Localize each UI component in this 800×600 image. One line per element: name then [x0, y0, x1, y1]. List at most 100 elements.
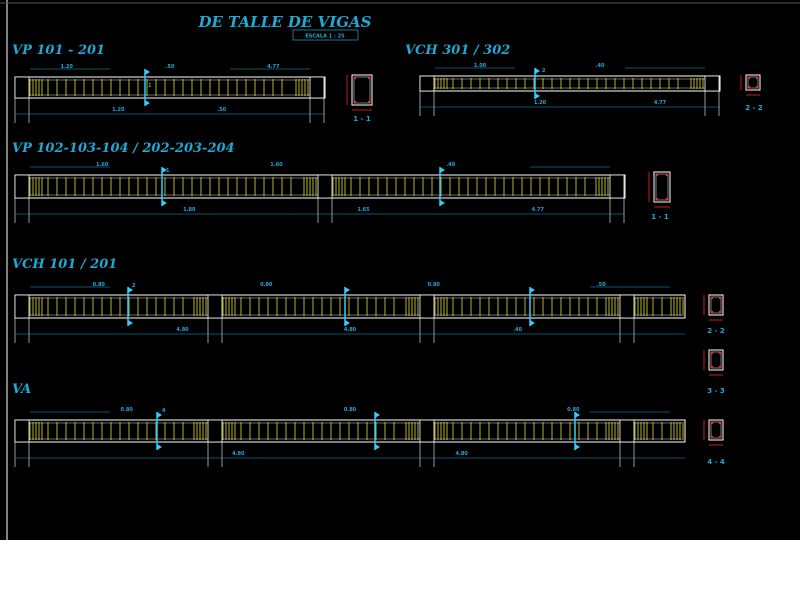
dimension-label: 1.60: [270, 162, 283, 168]
cross-section-stirrup: [353, 76, 371, 104]
section-label: 2 - 2: [745, 104, 763, 112]
column-support: [207, 419, 223, 443]
cut-label: 4: [162, 408, 166, 414]
scale-label: ESCALA 1 : 25: [305, 34, 345, 40]
section-cut-arrow: [375, 444, 380, 450]
section-label: 1 - 1: [651, 213, 669, 221]
section-cut-arrow: [145, 69, 150, 75]
cut-label: 2: [542, 68, 546, 74]
cross-section-stirrup: [747, 76, 759, 89]
dimension-label: 1.00: [474, 63, 487, 69]
column-support: [207, 294, 223, 319]
cross-section-outline: [708, 349, 724, 371]
rebar-dot: [665, 197, 669, 201]
cross-section-outline: [745, 74, 761, 91]
dimension-label: 1.20: [112, 107, 125, 113]
section-cut-arrow: [345, 287, 350, 293]
dimension-label: .50: [217, 107, 226, 113]
dimension-label: 4.80: [232, 451, 245, 457]
section-cut-arrow: [530, 320, 535, 326]
section-cut-arrow: [440, 167, 445, 173]
rebar-dot: [710, 435, 714, 439]
drawing-title: DE TALLE DE VIGAS: [198, 13, 372, 31]
dimension-label: 4.80: [176, 327, 189, 333]
cut-label: 1: [166, 168, 170, 174]
rebar-dot: [718, 296, 722, 300]
section-cut-arrow: [157, 444, 162, 450]
rebar-dot: [755, 76, 759, 80]
dimension-label: .50: [166, 64, 175, 70]
section-cut-arrow: [345, 320, 350, 326]
rebar-dot: [353, 76, 357, 80]
cross-section-stirrup: [655, 173, 669, 201]
rebar-dot: [665, 173, 669, 177]
dimension-label: 4.80: [344, 327, 357, 333]
section-cut-arrow: [128, 320, 133, 326]
beam-title: VCH 301 / 302: [405, 43, 510, 58]
rebar-dot: [718, 435, 722, 439]
rebar-dot: [710, 365, 714, 369]
rebar-dot: [710, 421, 714, 425]
column-support: [14, 76, 30, 99]
section-cut-arrow: [375, 412, 380, 418]
column-support: [419, 294, 435, 319]
column-support: [14, 174, 30, 199]
dimension-label: 1.80: [183, 207, 196, 213]
beam-title: VCH 101 / 201: [12, 257, 117, 272]
rebar-dot: [718, 310, 722, 314]
section-cut-arrow: [535, 93, 540, 99]
cross-section-outline: [708, 294, 724, 316]
cut-label: 2: [132, 283, 136, 289]
rebar-dot: [747, 76, 751, 80]
rebar-dot: [718, 421, 722, 425]
dimension-label: 4.77: [267, 64, 280, 70]
column-support: [419, 419, 435, 443]
column-support: [619, 294, 635, 319]
rebar-dot: [353, 100, 357, 104]
cross-section-stirrup: [710, 296, 722, 314]
section-cut-arrow: [128, 287, 133, 293]
section-cut-arrow: [530, 287, 535, 293]
section-label: 2 - 2: [707, 327, 725, 335]
cross-section-stirrup: [710, 351, 722, 369]
dimension-label: 0.80: [93, 282, 106, 288]
cross-section-outline: [351, 74, 373, 106]
column-support: [419, 75, 435, 92]
dimension-label: 1.60: [96, 162, 109, 168]
rebar-dot: [710, 351, 714, 355]
dimension-label: .40: [513, 327, 522, 333]
dimension-label: 0.80: [344, 407, 357, 413]
section-cut-arrow: [575, 444, 580, 450]
rebar-dot: [367, 76, 371, 80]
column-support: [619, 419, 635, 443]
column-support: [309, 76, 325, 99]
beam-title: VP 101 - 201: [12, 43, 105, 58]
section-cut-arrow: [162, 167, 167, 173]
rebar-dot: [655, 173, 659, 177]
section-cut-arrow: [162, 200, 167, 206]
section-cut-arrow: [440, 200, 445, 206]
dimension-label: 0.80: [260, 282, 273, 288]
dimension-label: 1.65: [357, 207, 370, 213]
column-support: [14, 294, 30, 319]
rebar-dot: [655, 197, 659, 201]
dimension-label: 1.20: [60, 64, 73, 70]
cut-label: 1: [148, 83, 152, 89]
rebar-dot: [710, 310, 714, 314]
model-space-background: [0, 0, 800, 540]
dimension-label: 1.20: [534, 100, 547, 106]
dimension-label: 0.80: [120, 407, 133, 413]
cross-section-outline: [708, 419, 724, 441]
dimension-label: 4.80: [455, 451, 468, 457]
dimension-label: .40: [446, 162, 455, 168]
section-cut-arrow: [157, 412, 162, 418]
section-cut-arrow: [535, 68, 540, 74]
dimension-label: 0.80: [428, 282, 441, 288]
dimension-label: .40: [596, 63, 605, 69]
column-support: [14, 419, 30, 443]
column-support: [704, 75, 720, 92]
cross-section-outline: [653, 171, 671, 203]
